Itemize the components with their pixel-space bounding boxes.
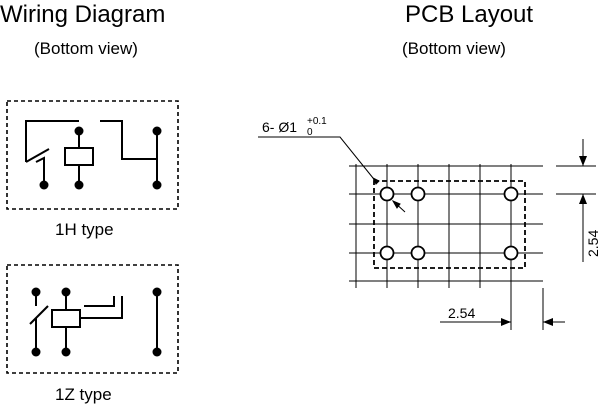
vertical-dimension-label: 2.54 — [585, 230, 601, 257]
pcb-hole — [503, 245, 519, 261]
horizontal-dimension-label: 2.54 — [448, 305, 475, 321]
type-1z-caption: 1Z type — [55, 385, 112, 404]
pcb-vertical-dimension — [556, 139, 596, 262]
wiring-1z-pin — [31, 287, 41, 297]
hole-callout-arrow-outer — [371, 176, 380, 185]
wiring-1h-dashed-border — [6, 100, 179, 210]
hole-callout-leader — [258, 136, 406, 213]
wiring-1z-right-wire — [80, 296, 123, 319]
wiring-1h-right-wire — [100, 120, 157, 160]
horizontal-dim-arrow-left — [501, 318, 511, 326]
wiring-1z-contact-arm — [29, 305, 49, 325]
wiring-1z-link-wire — [84, 296, 115, 307]
pcb-hole — [379, 245, 395, 261]
wiring-1h-coil — [64, 147, 94, 166]
hole-tolerance-lower: 0 — [307, 127, 313, 138]
wiring-1z-coil — [51, 309, 81, 328]
wiring-1h-contact-wire — [25, 120, 79, 162]
wiring-1z-pin — [61, 287, 71, 297]
wiring-1h-contact-left — [35, 156, 45, 185]
wiring-1h-diagram — [6, 100, 179, 210]
wiring-1z-pin — [152, 287, 162, 297]
hole-spec-label: 6- Ø1 — [262, 119, 297, 135]
type-1h-caption: 1H type — [55, 220, 114, 239]
wiring-1z-dashed-border — [6, 264, 179, 374]
pcb-holes — [379, 186, 519, 261]
wiring-1z-pin — [152, 347, 162, 357]
pcb-layout-subtitle: (Bottom view) — [402, 39, 506, 58]
wiring-1h-pin — [152, 126, 162, 136]
wiring-1h-pin — [39, 180, 49, 190]
hole-tolerance-upper: +0.1 — [307, 116, 327, 127]
pcb-hole — [410, 186, 426, 202]
wiring-diagram-subtitle: (Bottom view) — [34, 39, 138, 58]
vertical-dim-arrow-top — [579, 156, 587, 166]
pcb-relay-outline — [373, 180, 526, 269]
wiring-1h-contact-arm — [25, 148, 50, 163]
pcb-hole — [503, 186, 519, 202]
wiring-1z-diagram — [6, 264, 179, 374]
pcb-hole — [379, 186, 395, 202]
pcb-hole — [410, 245, 426, 261]
hole-callout-arrow-inner — [391, 199, 401, 209]
wiring-diagram-title: Wiring Diagram — [0, 1, 166, 28]
wiring-1h-pin — [74, 180, 84, 190]
wiring-1z-pin — [31, 347, 41, 357]
vertical-dim-arrow-bottom — [579, 194, 587, 204]
wiring-1h-pin — [74, 126, 84, 136]
wiring-1h-pin — [152, 180, 162, 190]
horizontal-dim-arrow-right — [543, 318, 553, 326]
pcb-layout-title: PCB Layout — [405, 1, 534, 28]
wiring-1z-pin — [61, 347, 71, 357]
